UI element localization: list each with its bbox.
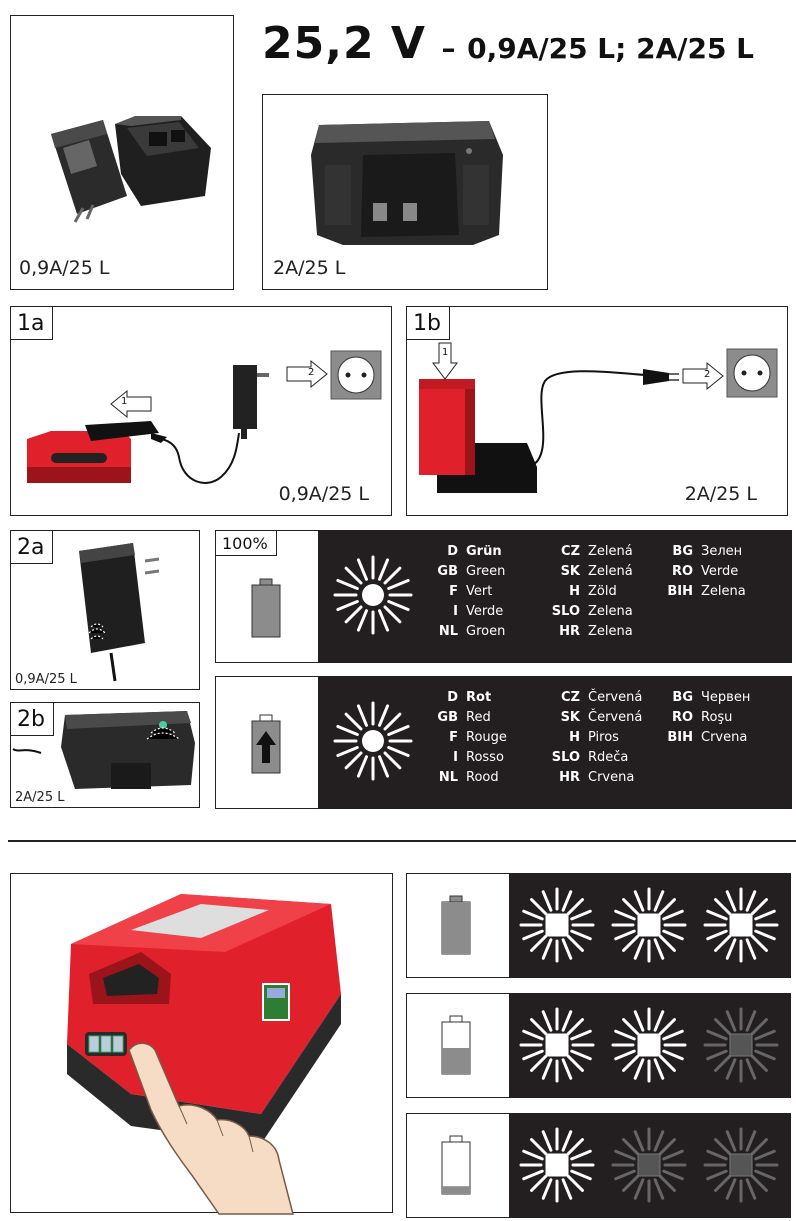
step-2b-illustration <box>12 711 195 789</box>
product-label-small: 0,9A/25 L <box>19 257 110 279</box>
led-status-strip <box>509 1113 791 1218</box>
led-on-icon <box>611 887 687 963</box>
battery-charging-icon <box>251 714 281 774</box>
battery-level-icon <box>441 1015 471 1075</box>
led-status-strip <box>509 873 791 978</box>
battery-level-icon <box>441 1135 471 1195</box>
led-glow-2b <box>146 727 180 740</box>
led-off-icon <box>703 1127 779 1203</box>
step-2a-panel: 2a 0,9A/25 L <box>10 530 200 690</box>
led-on-icon <box>519 887 595 963</box>
led-status-strip <box>509 993 791 1098</box>
battery-check-panel <box>10 873 393 1215</box>
led-on-icon <box>333 555 413 635</box>
step-1a-panel: 1a 1 2 0,9A/25 L <box>10 306 392 516</box>
led-off-icon <box>611 1127 687 1203</box>
led-off-icon <box>703 1007 779 1083</box>
percent-tag: 100% <box>215 530 277 556</box>
led-glow-2a <box>88 623 106 640</box>
battery-full-icon <box>251 578 281 638</box>
step-2a-label: 0,9A/25 L <box>15 672 77 687</box>
step-tag-2b: 2b <box>10 702 54 736</box>
step-1a-label: 0,9A/25 L <box>278 483 369 505</box>
step-1b-arrow2-number: 2 <box>704 369 711 380</box>
section-divider <box>8 840 796 842</box>
step-1b-illustration <box>419 342 778 493</box>
large-charger-illustration <box>311 121 503 245</box>
product-label-large: 2A/25 L <box>273 257 346 279</box>
page-title: 25,2 V – 0,9A/25 L; 2A/25 L <box>262 18 754 69</box>
step-tag-2a: 2a <box>10 530 54 564</box>
led-on-icon <box>519 1127 595 1203</box>
capacity-row <box>406 873 791 978</box>
battery-level-icon <box>441 895 471 955</box>
voltage-title: 25,2 V <box>262 18 426 69</box>
step-1b-arrow1-number: 1 <box>442 347 449 358</box>
led-on-icon <box>703 887 779 963</box>
battery-fill <box>442 902 470 954</box>
step-2b-panel: 2b 2A/25 L <box>10 702 200 808</box>
step-2b-label: 2A/25 L <box>15 790 65 805</box>
product-panel-small-charger: 0,9A/25 L <box>10 15 234 290</box>
step-tag-1a: 1a <box>10 306 54 340</box>
led-on-icon <box>333 701 413 781</box>
step-1b-panel: 1b 1 2 2A/25 L <box>406 306 788 516</box>
variants-title: 0,9A/25 L; 2A/25 L <box>467 32 755 65</box>
battery-fill <box>442 1186 470 1194</box>
step-2a-illustration <box>79 543 160 682</box>
capacity-row <box>406 1113 791 1218</box>
step-1b-label: 2A/25 L <box>684 483 757 505</box>
battery-hand-illustration <box>67 894 341 1215</box>
step-1a-arrow1-number: 1 <box>121 396 128 407</box>
led-on-icon <box>611 1007 687 1083</box>
battery-fill <box>442 1048 470 1074</box>
capacity-row <box>406 993 791 1098</box>
step-1a-arrow2-number: 2 <box>308 367 315 378</box>
step-1a-illustration <box>27 350 382 484</box>
led-on-icon <box>519 1007 595 1083</box>
small-charger-illustration <box>51 116 211 223</box>
step-tag-1b: 1b <box>406 306 450 340</box>
title-dash: – <box>441 32 456 65</box>
product-panel-large-charger: 2A/25 L <box>262 94 548 290</box>
